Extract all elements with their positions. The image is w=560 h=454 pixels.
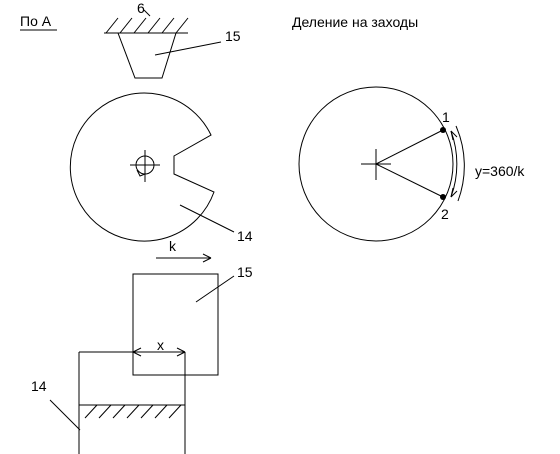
- leader-15-bottom: [195, 275, 235, 303]
- wheel-center-mark: [130, 150, 160, 182]
- part-14-bottom: [78, 351, 186, 454]
- x-label: x: [157, 337, 164, 353]
- point-2-dot: [440, 194, 446, 200]
- angle-arc: [450, 125, 465, 202]
- leader-6: [143, 9, 151, 17]
- view-label: По А: [20, 13, 52, 29]
- leader-14-bottom: [49, 399, 81, 431]
- notched-wheel-14: [69, 92, 215, 242]
- division-circle: [298, 86, 454, 242]
- label-6: 6: [137, 0, 145, 16]
- point-1-label: 1: [442, 109, 450, 125]
- point-1-dot: [440, 127, 446, 133]
- label-15-bottom: 15: [237, 264, 253, 280]
- tool-15-top: [117, 32, 177, 79]
- label-14-mid: 14: [237, 228, 253, 244]
- point-2-label: 2: [441, 206, 449, 222]
- x-dimension: [132, 347, 186, 357]
- radius-to-point-2: [375, 163, 444, 198]
- k-arrow-head-upper: [202, 253, 212, 259]
- k-label: k: [169, 238, 177, 254]
- radius-to-point-1: [375, 129, 444, 165]
- k-arrow-head-lower: [202, 257, 212, 263]
- tool-15-bottom: [132, 273, 219, 376]
- angle-formula: y=360/k: [475, 163, 525, 179]
- label-15-top: 15: [225, 28, 241, 44]
- leader-14-mid: [179, 204, 235, 233]
- label-14-bottom: 14: [31, 378, 47, 394]
- title: Деление на заходы: [292, 14, 418, 30]
- leader-15-top: [154, 41, 222, 56]
- fixed-support-6: [104, 17, 189, 34]
